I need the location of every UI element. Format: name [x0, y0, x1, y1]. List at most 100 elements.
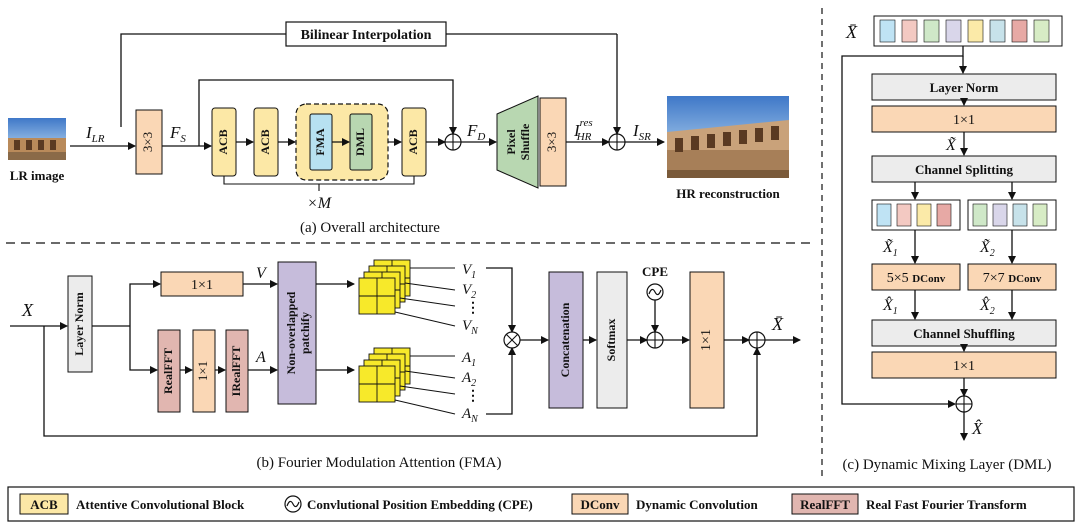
- fma-residual-sum: [748, 331, 766, 349]
- fma-concat-label: Concatenation: [558, 302, 572, 377]
- sum-node-1: [444, 133, 462, 151]
- dml-block: [349, 113, 373, 171]
- dml-x1-hat: X̂1: [882, 295, 898, 317]
- dml-conv1x1-in: [871, 105, 1057, 133]
- dml-input-tokens: [873, 15, 1063, 47]
- a-leader-lines: [394, 355, 456, 415]
- legend-dconv-text: Dynamic Convolution: [636, 497, 758, 512]
- dml-conv1x1-in-label: 1×1: [953, 113, 975, 128]
- dml-dconv5-label: 5×5 DConv: [887, 271, 946, 286]
- fma-realfft: [157, 329, 181, 413]
- fma-layer-norm: [67, 275, 93, 373]
- fma-irealfft: [225, 329, 249, 413]
- dml-x2-tilde: X̃2: [979, 238, 995, 259]
- label-v1: V1: [462, 262, 476, 281]
- fma-sum-node: [646, 331, 664, 349]
- fma-output-label: X̄: [771, 314, 784, 334]
- hr-image: [667, 96, 789, 178]
- fma-block-label: FMA: [313, 128, 327, 156]
- conv3x3-head: [135, 109, 163, 175]
- label-v: V: [256, 265, 268, 282]
- acb-block-2-label: ACB: [258, 129, 272, 154]
- label-f-s: FS: [169, 123, 186, 145]
- legend-fft-text: Real Fast Fourier Transform: [866, 497, 1027, 512]
- fma-conv1x1-a-label: 1×1: [195, 361, 210, 381]
- label-vn: VN: [462, 318, 479, 337]
- dml-x1-tilde: X̃1: [882, 238, 898, 259]
- dml-output-label: X̂: [971, 419, 983, 438]
- dml-conv1x1-out: [871, 351, 1057, 379]
- fma-conv1x1-a: [192, 329, 216, 413]
- dml-block-label: DML: [353, 128, 367, 156]
- dml-channel-shuffling-label: Channel Shuffling: [913, 326, 1015, 341]
- a-patch-stack: [358, 347, 411, 403]
- repeat-label: ×M: [307, 195, 333, 212]
- fma-conv1x1-v-label: 1×1: [191, 278, 213, 293]
- dml-dconv7-label: 7×7 DConv: [983, 271, 1042, 286]
- fma-patchify-label: Non-overlappedpatchify: [284, 291, 312, 374]
- dml-conv1x1-out-label: 1×1: [953, 359, 975, 374]
- dml-left-tokens: [871, 199, 961, 231]
- legend-cpe-text: Convlutional Position Embedding (CPE): [307, 497, 533, 512]
- label-v-dots: ⋮: [466, 301, 480, 316]
- fma-irealfft-label: IRealFFT: [229, 346, 243, 397]
- label-a2: A2: [461, 370, 476, 389]
- fma-conv1x1-v: [160, 271, 244, 297]
- dml-residual-line: [841, 46, 964, 408]
- legend-frame: [7, 486, 1075, 522]
- label-i-lr: ILR: [85, 123, 105, 145]
- dml-x-tilde: X̃: [945, 136, 957, 154]
- dml-right-tokens: [967, 199, 1057, 231]
- conv3x3-tail-label: 3×3: [544, 132, 559, 152]
- conv3x3-tail: [539, 97, 567, 187]
- cpe-icon: [646, 283, 664, 301]
- dml-dconv7: [967, 263, 1057, 291]
- dml-dconv5: [871, 263, 961, 291]
- fma-softmax-label: Softmax: [604, 319, 618, 362]
- fma-residual-line: [43, 326, 761, 437]
- fma-branch-a: [129, 326, 158, 374]
- label-a: A: [255, 349, 266, 366]
- label-a-dots: ⋮: [466, 389, 480, 404]
- fma-input-label: X: [21, 300, 34, 320]
- legend-dconv-tag: DConv: [580, 497, 620, 512]
- legend-fft-tag: RealFFT: [800, 497, 850, 512]
- legend-acb-text: Attentive Convolutional Block: [76, 497, 245, 512]
- v-leader-lines: [394, 267, 456, 327]
- label-a1: A1: [461, 350, 476, 369]
- fma-softmax: [596, 271, 628, 409]
- dml-channel-splitting: [871, 155, 1057, 183]
- pixel-shuffle-label: PixelShuffle: [504, 123, 532, 160]
- dml-layer-norm-label: Layer Norm: [930, 80, 999, 95]
- fma-patchify: [277, 261, 317, 405]
- fma-conv1x1-out: [689, 271, 725, 409]
- label-i-sr: ISR: [632, 121, 651, 143]
- caption-b: (b) Fourier Modulation Attention (FMA): [257, 455, 502, 471]
- sum-node-2: [608, 133, 626, 151]
- label-f-d: FD: [466, 121, 485, 143]
- dml-layer-norm: [871, 73, 1057, 101]
- multiply-node: [503, 331, 521, 349]
- acb-block-3-label: ACB: [406, 129, 420, 154]
- fma-branch-v: [129, 280, 161, 326]
- dml-x2-hat: X̂2: [979, 295, 995, 317]
- dml-channel-splitting-label: Channel Splitting: [915, 162, 1013, 177]
- caption-c: (c) Dynamic Mixing Layer (DML): [842, 457, 1051, 473]
- label-an: AN: [461, 406, 479, 425]
- acb-block-1-label: ACB: [216, 129, 230, 154]
- v-to-mult: [486, 267, 516, 333]
- conv3x3-head-label: 3×3: [140, 132, 155, 152]
- fma-conv1x1-out-label: 1×1: [699, 329, 714, 351]
- dml-sum-node: [955, 395, 973, 413]
- bilinear-box: [285, 21, 447, 47]
- legend-dconv-swatch: [571, 493, 629, 515]
- caption-a: (a) Overall architecture: [300, 220, 440, 236]
- fma-concat: [548, 271, 584, 409]
- global-skip-line: [198, 79, 457, 146]
- lr-image: [8, 118, 66, 160]
- lr-image-label: LR image: [10, 168, 65, 183]
- legend-fft-swatch: [791, 493, 859, 515]
- legend-cpe-icon: [284, 495, 302, 513]
